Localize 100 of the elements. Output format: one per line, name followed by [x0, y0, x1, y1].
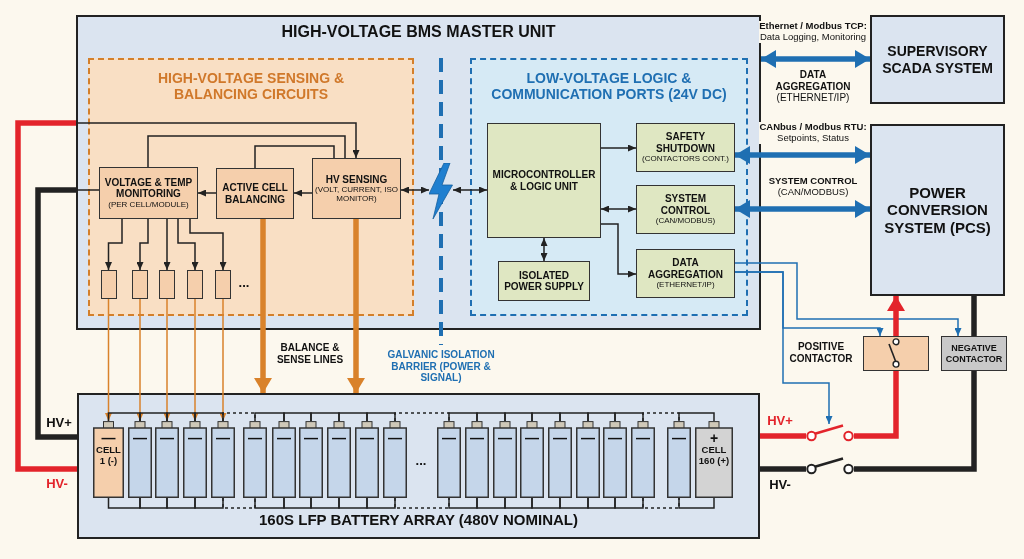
battery-cell	[631, 421, 655, 498]
function-block	[498, 261, 590, 301]
switch-icon	[806, 424, 854, 444]
block-title: POWER CONVERSION SYSTEM (PCS)	[883, 184, 992, 236]
arrow	[348, 219, 364, 393]
panel-title: HIGH-VOLTAGE BMS MASTER UNIT	[280, 23, 557, 42]
block-title: MICROCONTROLLER & LOGIC UNIT	[492, 169, 596, 192]
block-subtitle: (VOLT, CURRENT, ISO MONITOR)	[314, 185, 399, 204]
double-arrow	[540, 237, 548, 262]
bus-line	[139, 412, 168, 509]
polarity-sign: —	[359, 431, 375, 445]
polarity-sign: —	[441, 431, 457, 445]
polarity-sign: —	[580, 431, 596, 445]
component-label: POSITIVE CONTACTOR	[789, 341, 853, 364]
battery-cell	[243, 421, 267, 498]
block-title: SYSTEM CONTROL	[660, 193, 711, 217]
bus-line	[366, 412, 396, 509]
bus-line	[310, 412, 340, 509]
arrow	[75, 122, 360, 159]
sensor-module	[132, 270, 148, 299]
battery-array-panel	[77, 393, 760, 539]
arrow	[197, 189, 217, 197]
battery-cell	[128, 421, 152, 498]
function-block	[487, 123, 601, 238]
function-block	[636, 249, 735, 298]
block-title: ISOLATED POWER SUPPLY	[503, 269, 585, 293]
polarity-sign: —	[215, 431, 231, 445]
block-subtitle: (PER CELL/MODULE)	[107, 199, 190, 210]
double-arrow	[452, 186, 488, 194]
polarity-sign: —	[331, 431, 347, 445]
battery-cell	[183, 421, 207, 498]
block-subtitle: (CONTACTORS CONT.)	[641, 154, 730, 164]
power-cable	[760, 466, 806, 472]
function-block	[312, 158, 401, 219]
cell-label: CELL 1 (-)	[95, 445, 122, 467]
block-title: DATA AGGREGATION	[647, 257, 724, 281]
polarity-sign: —	[671, 431, 687, 445]
function-block	[636, 185, 735, 234]
battery-cell	[667, 421, 691, 498]
polarity-sign: —	[469, 431, 485, 445]
system-block	[870, 15, 1005, 104]
bus-line	[559, 412, 589, 509]
battery-cell	[520, 421, 544, 498]
polarity-sign: —	[303, 431, 319, 445]
battery-cell	[603, 421, 627, 498]
system-panel	[76, 15, 761, 330]
block-title: SUPERVISORY SCADA SYSTEM	[881, 43, 994, 76]
bus-line	[642, 412, 680, 509]
battery-cell	[437, 421, 461, 498]
polarity-sign: —	[524, 431, 540, 445]
annotation-text: BALANCE & SENSE LINES	[276, 342, 344, 365]
edge-label: Ethernet / Modbus TCP: Data Logging, Monitoring	[758, 21, 868, 43]
double-arrow	[600, 205, 637, 213]
edge-label: CANbus / Modbus RTU: Setpoints, Status	[758, 122, 868, 144]
block-subtitle: (CAN/MODBUS)	[655, 216, 716, 226]
polarity-sign: —	[635, 431, 651, 445]
continuation-dots: ...	[415, 454, 427, 469]
function-block	[99, 167, 198, 219]
bus-line	[614, 412, 644, 509]
polarity-sign: +	[709, 431, 719, 445]
power-cable	[971, 296, 977, 336]
system-block	[870, 124, 1005, 296]
cell-label: CELL 160 (+)	[698, 445, 730, 467]
block-title: HV SENSING	[325, 173, 388, 186]
barrier-label: GALVANIC ISOLATION BARRIER (POWER & SIGNAL)	[386, 349, 496, 384]
bus-line	[587, 412, 616, 509]
sensor-module	[215, 270, 231, 299]
bus-line	[194, 412, 224, 509]
power-cable	[854, 371, 977, 472]
connector-line	[254, 145, 335, 169]
block-title: NEGATIVE CONTACTOR	[945, 343, 1003, 364]
bus-line	[476, 412, 506, 509]
battery-cell	[211, 421, 235, 498]
battery-cell	[465, 421, 489, 498]
sensor-module	[159, 270, 175, 299]
arrow	[293, 189, 313, 197]
bus-line	[448, 412, 478, 509]
power-cable	[760, 433, 806, 439]
sensor-module	[187, 270, 203, 299]
battery-cell	[576, 421, 600, 498]
battery-cell	[155, 421, 179, 498]
panel-title: 160S LFP BATTERY ARRAY (480V NOMINAL)	[258, 511, 579, 529]
block-title: SAFETY SHUTDOWN	[655, 131, 716, 155]
bus-line	[531, 412, 561, 509]
bus-line	[254, 412, 285, 509]
lightning-icon	[429, 163, 453, 219]
arrow	[105, 298, 112, 422]
bus-line	[222, 412, 256, 509]
arrow	[600, 223, 637, 278]
arrow	[189, 218, 227, 271]
switch-icon	[806, 457, 854, 477]
panel-title: HIGH-VOLTAGE SENSING & BALANCING CIRCUITS	[157, 70, 345, 103]
polarity-sign: —	[276, 431, 292, 445]
double-arrow	[400, 186, 430, 194]
contactor-block	[941, 336, 1007, 371]
battery-cell	[355, 421, 379, 498]
bus-line	[394, 412, 450, 509]
polarity-sign: —	[132, 431, 148, 445]
battery-cell	[548, 421, 572, 498]
polarity-sign: —	[497, 431, 513, 445]
